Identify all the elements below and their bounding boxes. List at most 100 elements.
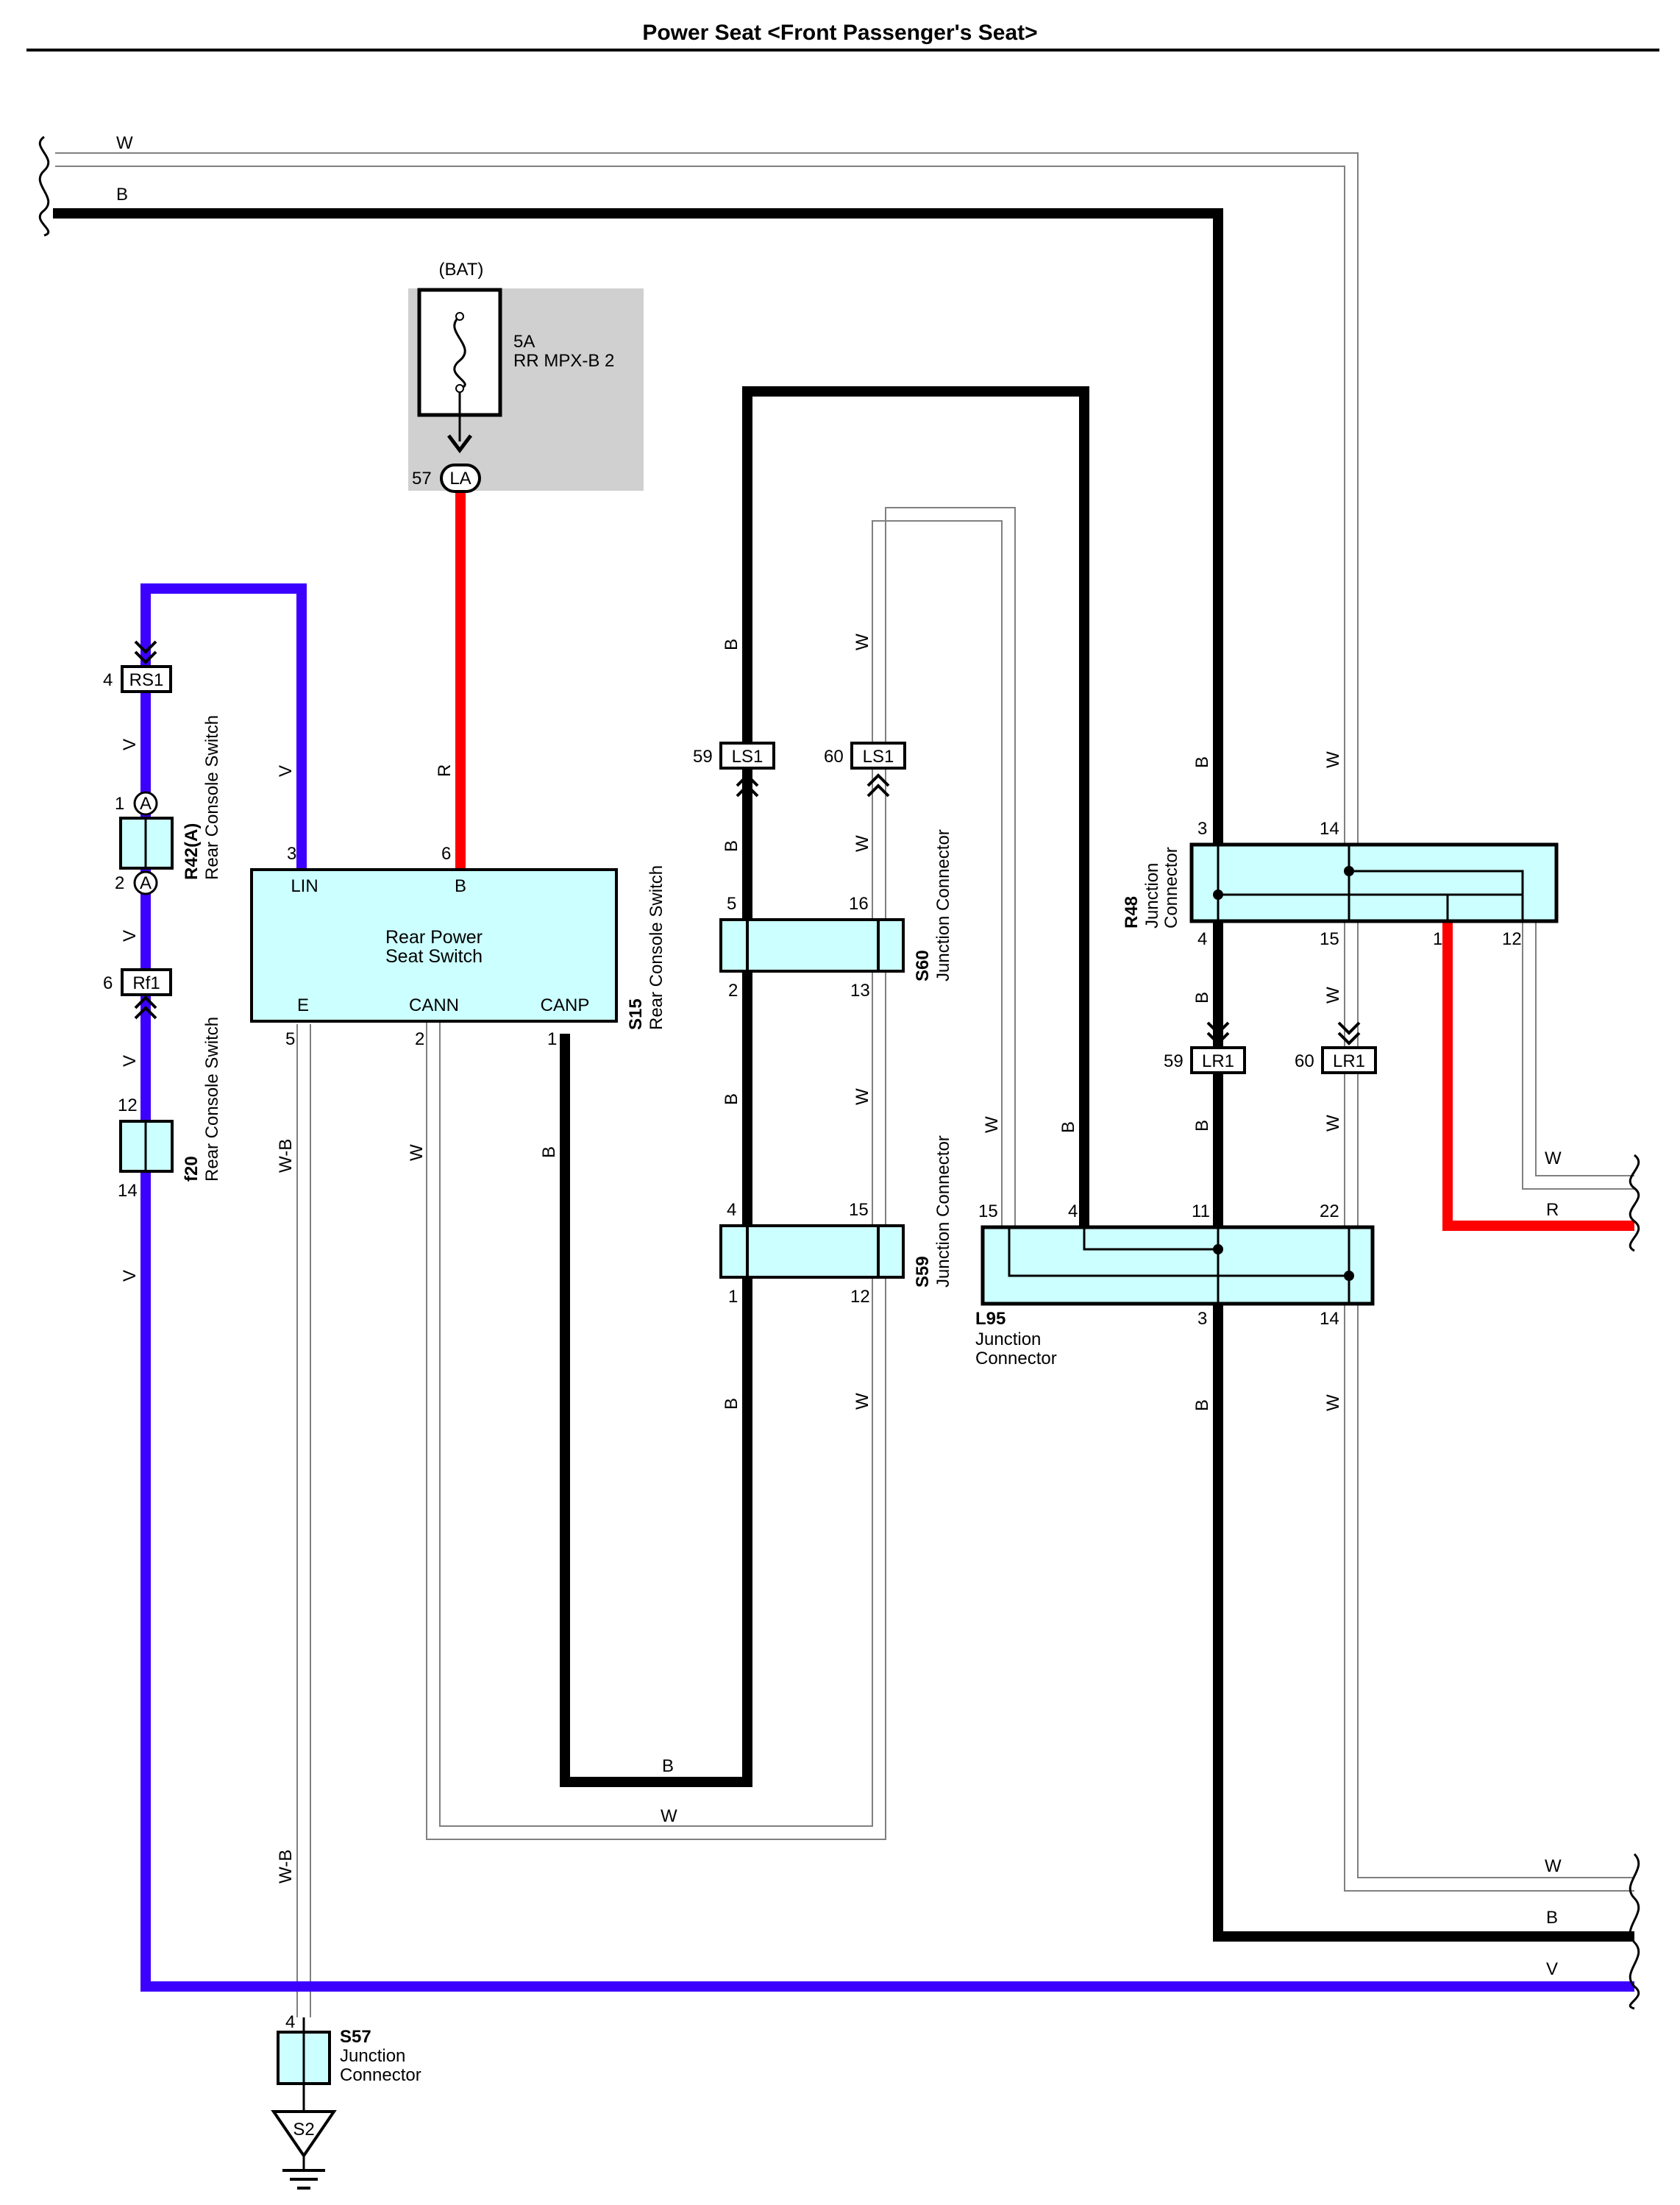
s15-pin-cann: 2 [415,1029,424,1049]
l95-body [980,1225,1375,1306]
r48-pin-bl: 4 [1197,929,1207,949]
s59-pin-br: 12 [850,1287,870,1307]
right-break-symbol-lower [1629,1853,1640,2010]
chevron-down-icon [1337,1021,1361,1045]
wire-w-r48-outer [1535,920,1634,1176]
l95-pin-t4: 22 [1320,1201,1339,1221]
lr1-b-pin: 59 [1164,1051,1184,1071]
l95-internal-b [1083,1227,1220,1304]
l95-pin-b2: 14 [1320,1309,1339,1329]
ground-code: S2 [293,2120,314,2140]
wire-label: W [982,1116,1002,1133]
s60-pin-tr: 16 [849,894,869,914]
r48-splice-dot-w [1344,866,1354,876]
r42-name: Rear Console Switch [202,715,222,880]
l95-splice-dot-b [1213,1244,1223,1254]
ls1-w-box [850,742,906,770]
ls1-w-code: LS1 [863,747,894,767]
wire-label: V [120,1270,140,1282]
rf1-pin: 6 [103,973,113,993]
lr1-b-code: LR1 [1202,1051,1234,1071]
wire-label: B [722,1398,741,1410]
ls1-b-pin: 59 [693,747,713,767]
r42-pin-a: 1 [115,794,124,814]
wire-label: W [1545,1856,1562,1876]
s15-term-e: E [297,995,309,1015]
l95-pin-t3: 11 [1192,1201,1210,1221]
s59-body [719,1224,905,1279]
wire-label: B [722,639,741,650]
chevron-down-icon [447,434,472,454]
fuse-rating: 5A [513,332,535,352]
r48-ref: R48 [1122,896,1142,928]
s60-body [719,918,905,973]
wire-label: R [1546,1200,1559,1220]
wire-label: B [1058,1121,1078,1133]
lr1-w-box [1321,1046,1377,1074]
s15-term-canp: CANP [541,995,590,1015]
wire-label: B [1192,1399,1212,1411]
r42-pin-a-marker [133,791,158,816]
wire-r-right [1442,921,1634,1231]
s59-pin-tr: 15 [849,1200,869,1220]
wire-label: W [1323,1115,1343,1132]
s15-pin-lin: 3 [287,844,296,864]
s57-name-line1: Junction [340,2046,405,2066]
l95-name-line1: Junction [975,1329,1041,1349]
lr1-connectors: LR1 59 LR1 60 [1164,1021,1377,1074]
right-break-symbol-upper [1629,1154,1640,1252]
r48-pin-tl: 3 [1197,819,1207,839]
wire-label: W [853,1088,872,1105]
wire-w-can-outer [426,507,1016,1840]
fuse-terminal-bottom [455,384,464,393]
s15-rear-power-seat-switch: Rear Power Seat Switch LIN B E CANN CANP… [250,844,666,1049]
fuse-block: (BAT) 5A RR MPX-B 2 LA 57 [408,260,644,493]
rf1-code: Rf1 [132,973,160,993]
l95-name-line2: Connector [975,1349,1057,1368]
wire-label: R [435,764,455,777]
la-connector-code: LA [449,469,471,489]
wire-label: B [662,1756,674,1776]
s15-term-b: B [455,876,466,896]
wire-w-main-inner [55,166,1634,1892]
f20-pin-a: 12 [118,1096,138,1115]
ls1-b-box [719,742,775,770]
fuse-terminal-top [455,312,464,321]
wire-label: B [116,185,128,205]
s59-pin-bl: 1 [728,1287,738,1307]
fuse-source-label: (BAT) [439,260,484,280]
s15-pin-b: 6 [441,844,451,864]
wire-label: V [1546,1959,1558,1979]
rs1-code: RS1 [129,670,164,690]
wire-b-main [53,208,1634,1942]
rs1-box [121,665,172,693]
ls1-w-pin: 60 [824,747,844,767]
rf1-connector: Rf1 6 [103,968,172,1020]
s60-pin-br: 13 [850,981,870,1001]
s15-title-line1: Rear Power [385,927,483,948]
wire-label: W [407,1144,427,1161]
wire-label: W [116,133,133,153]
wire-label: B [722,840,741,852]
l95-splice-dot-w [1344,1271,1354,1281]
wire-label: W [1323,987,1343,1004]
l95-ref: L95 [975,1309,1005,1329]
wire-label: V [120,930,140,942]
l95-junction-connector: 15 4 11 22 3 14 L95 Junction Connector [975,1201,1375,1368]
ls1-b-code: LS1 [732,747,764,767]
red-wires [455,493,1634,1231]
r48-name-line1: Junction [1142,863,1162,928]
r42-marker-b: A [140,873,152,893]
s15-name: Rear Console Switch [647,865,666,1030]
la-connector [440,464,481,493]
wire-label: W [1545,1148,1562,1168]
wire-label: V [120,739,140,750]
chevron-down-icon [134,640,157,664]
s57-junction-connector: 4 S57 Junction Connector [277,2012,421,2085]
r48-pin-tr: 14 [1320,819,1339,839]
chevron-up-icon [736,773,759,798]
r48-pin-br1: 1 [1433,929,1442,949]
wire-label: B [1192,756,1212,768]
f20-name: Rear Console Switch [202,1017,222,1182]
